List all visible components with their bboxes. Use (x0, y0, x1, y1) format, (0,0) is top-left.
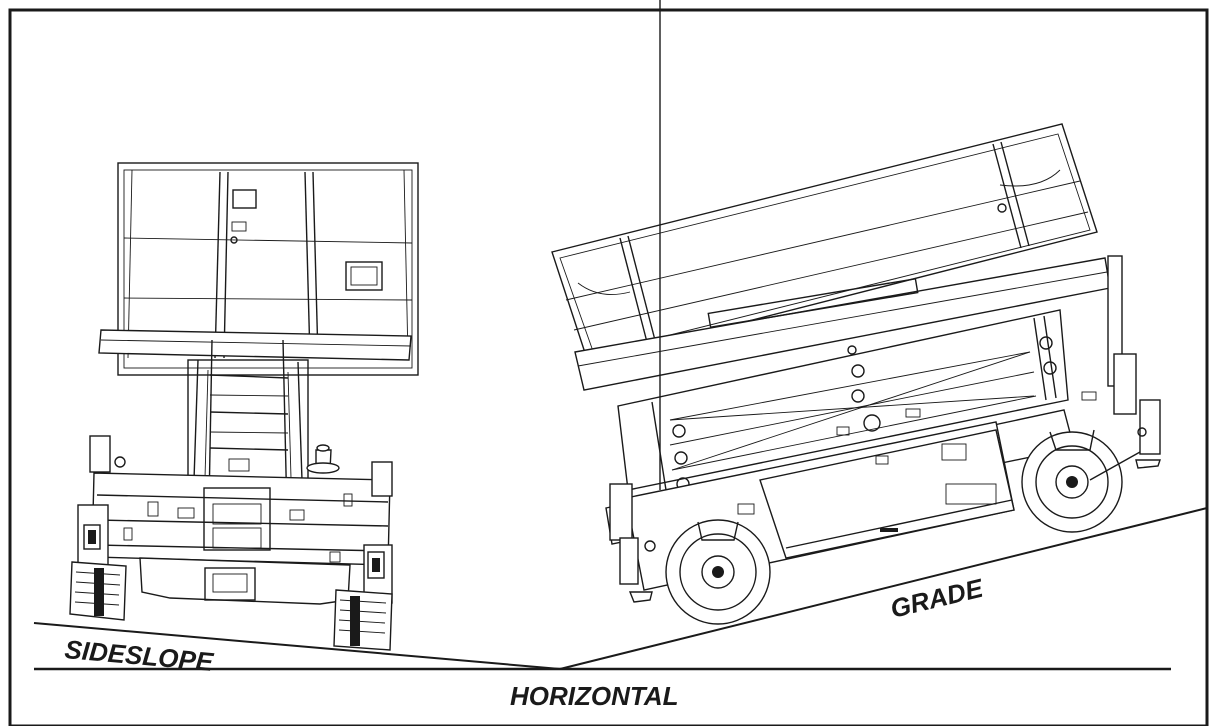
platform-rails (117, 162, 419, 376)
right-wheel (333, 461, 393, 651)
sideslope-label: SIDESLOPE (63, 634, 215, 677)
grade-line (559, 507, 1208, 670)
scissor-stack-grade (617, 0, 1069, 491)
diagram-frame (8, 8, 1209, 726)
platform-deck (98, 329, 412, 361)
sideslope-line (33, 622, 561, 670)
right-outrigger-grade (1107, 255, 1161, 469)
grade-machine (551, 0, 1161, 625)
left-outrigger-grade (609, 483, 656, 603)
sideslope-machine (69, 162, 419, 651)
grade-label: GRADE (887, 573, 986, 624)
chassis (91, 444, 391, 605)
front-wheel (1021, 429, 1141, 533)
rear-wheel (665, 519, 771, 625)
left-wheel (69, 435, 127, 621)
horizontal-label: HORIZONTAL (510, 681, 679, 711)
